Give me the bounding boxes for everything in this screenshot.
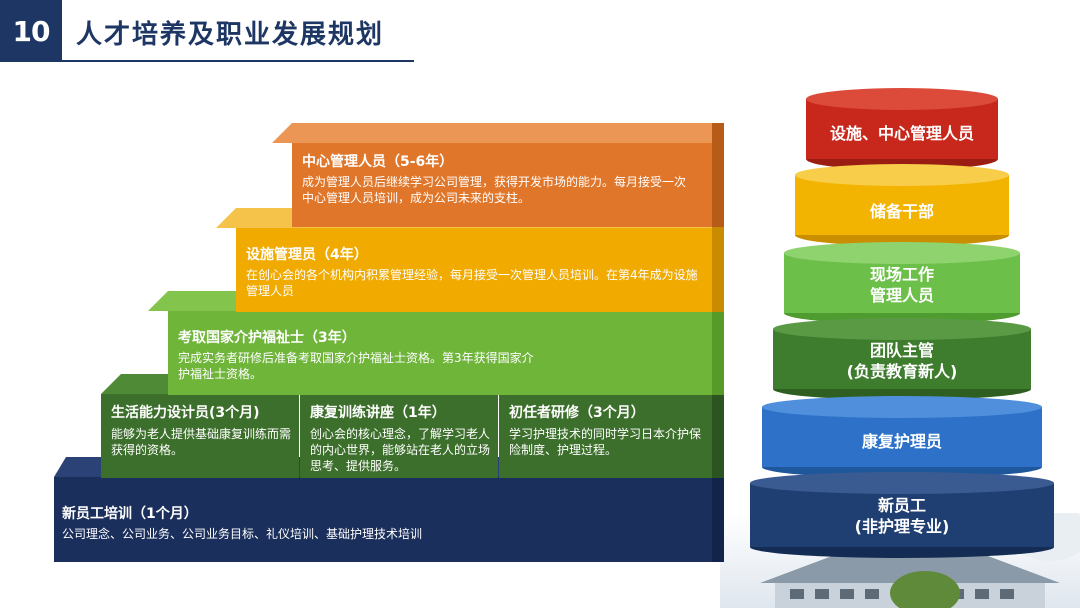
tier-label: 设施、中心管理人员 [829,124,974,143]
stair-title: 新员工培训（1个月） [62,506,198,522]
stair-title: 中心管理人员（5-6年） [302,154,454,170]
stair-side [712,291,724,395]
stair-front: 考取国家介护福祉士（3年） 完成实务者研修后准备考取国家介护福祉士资格。第3年获… [168,311,712,395]
stair-desc: 能够为老人提供基础康复训练而需获得的资格。 [111,427,292,457]
stair-title: 生活能力设计员(3个月) [111,405,260,421]
tier-label: 新员工 (非护理专业) [854,496,950,536]
stair-side [712,208,724,312]
stair-title: 设施管理员（4年） [246,247,368,263]
stair-desc: 学习护理技术的同时学习日本介护保险制度、护理过程。 [509,427,702,457]
stair-front: 新员工培训（1个月） 公司理念、公司业务、公司业务目标、礼仪培训、基础护理技术培… [54,477,712,562]
stair-rehab-training-lecture: 康复训练讲座（1年） 创心会的核心理念，了解学习老人的内心世界，能够站在老人的立… [300,394,498,478]
stair-desc: 创心会的核心理念，了解学习老人的内心世界，能够站在老人的立场思考、提供服务。 [310,427,491,473]
cyl-top [762,396,1042,418]
title-underline [62,60,414,62]
stair-side [712,394,724,478]
tier-site-manager: 现场工作 管理人员 [784,242,1020,324]
tier-label: 现场工作 管理人员 [869,265,934,305]
stair-title: 康复训练讲座（1年） [310,405,446,421]
tier-label: 康复护理员 [861,432,942,451]
cyl-top [773,318,1031,340]
stair-front: 生活能力设计员(3个月) 能够为老人提供基础康复训练而需获得的资格。 [101,394,299,478]
cyl-top [750,472,1054,494]
stair-side [712,123,724,227]
slide-title: 人才培养及职业发展规划 [76,20,385,50]
tier-label: 团队主管 (负责教育新人) [846,341,958,381]
tier-new-employee: 新员工 (非护理专业) [750,472,1054,558]
stair-top [272,123,724,143]
stair-title: 初任者研修（3个月） [509,405,645,421]
stair-front: 中心管理人员（5-6年） 成为管理人员后继续学习公司管理，获得开发市场的能力。每… [292,143,712,227]
cyl-top [784,242,1020,264]
stair-front: 初任者研修（3个月） 学习护理技术的同时学习日本介护保险制度、护理过程。 [499,394,712,478]
stair-desc: 成为管理人员后继续学习公司管理，获得开发市场的能力。每月接受一次中心管理人员培训… [302,175,687,205]
tier-team-lead: 团队主管 (负责教育新人) [773,318,1031,400]
stair-initial-training: 初任者研修（3个月） 学习护理技术的同时学习日本介护保险制度、护理过程。 [499,394,724,478]
stair-front: 设施管理员（4年） 在创心会的各个机构内积累管理经验，每月接受一次管理人员培训。… [236,228,712,312]
tier-rehab-caregiver: 康复护理员 [762,396,1042,478]
stair-desc: 公司理念、公司业务、公司业务目标、礼仪培训、基础护理技术培训 [62,527,423,541]
stair-desc: 完成实务者研修后准备考取国家介护福祉士资格。第3年获得国家介护福祉士资格。 [178,351,534,381]
slide-number: 10 [0,0,62,62]
tier-center-manager: 设施、中心管理人员 [806,88,998,170]
stair-center-manager: 中心管理人员（5-6年） 成为管理人员后继续学习公司管理，获得开发市场的能力。每… [272,123,724,227]
cyl-top [806,88,998,110]
stair-desc: 在创心会的各个机构内积累管理经验，每月接受一次管理人员培训。在第4年成为设施管理… [246,268,698,298]
stair-front: 康复训练讲座（1年） 创心会的核心理念，了解学习老人的内心世界，能够站在老人的立… [300,394,498,478]
tier-label: 储备干部 [869,202,934,221]
tier-reserve-cadre: 储备干部 [795,164,1009,246]
stair-side [712,457,724,562]
stair-title: 考取国家介护福祉士（3年） [178,330,356,346]
cyl-top [795,164,1009,186]
